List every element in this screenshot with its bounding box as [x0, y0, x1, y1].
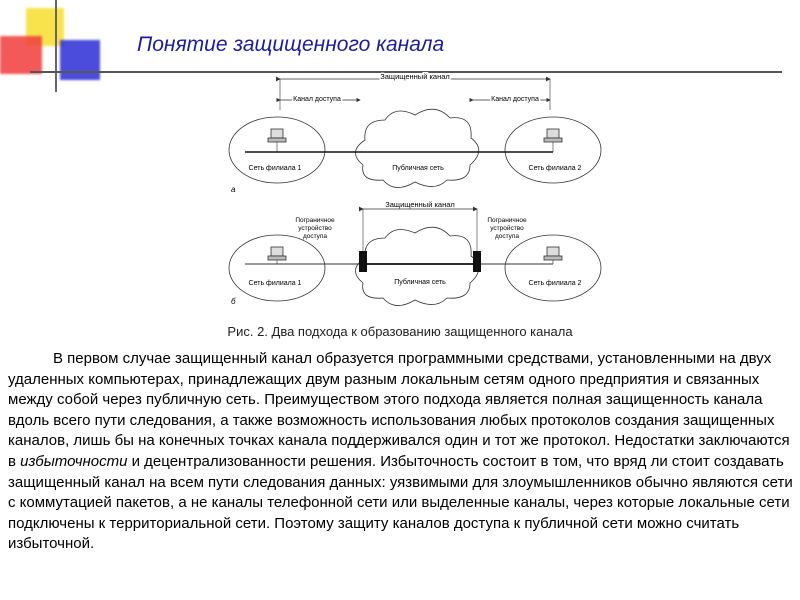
b-computer-left-icon	[267, 246, 287, 261]
a-public-network-cloud	[355, 108, 480, 188]
b-branch1-label: Сеть филиала 1	[249, 280, 302, 287]
b-computer-right-icon	[543, 246, 563, 261]
panel-b: Защищенный канал Пограничное устройство …	[228, 200, 602, 306]
b-branch1-circle	[228, 234, 326, 302]
b-gateway-left-device-icon	[359, 251, 367, 272]
b-public-network-cloud	[355, 226, 480, 306]
b-branch2-circle	[504, 234, 602, 302]
deco-blue-square	[60, 40, 100, 80]
b-gateway-left-line3: доступа	[303, 233, 327, 240]
b-gateway-right-line1: Пограничное	[487, 217, 527, 224]
a-computer-right-icon	[543, 128, 563, 143]
secure-channel-diagram: Защищенный канал Канал доступа Канал дос…	[228, 71, 602, 306]
b-gateway-right-line2: устройство	[490, 224, 524, 232]
b-gateway-left-line1: Пограничное	[295, 217, 335, 224]
a-branch1-label: Сеть филиала 1	[249, 165, 302, 172]
a-panel-letter: а	[231, 185, 236, 194]
body-text-part1: В первом случае защищенный канал образуе…	[8, 350, 790, 470]
body-paragraph: В первом случае защищенный канал образуе…	[8, 349, 793, 555]
a-access-channel-right: Канал доступа	[491, 96, 539, 103]
slide-title: Понятие защищенного канала	[137, 33, 445, 56]
b-gateway-right-line3: доступа	[495, 233, 519, 240]
b-secure-channel-label: Защищенный канал	[385, 200, 455, 209]
b-branch2-label: Сеть филиала 2	[529, 280, 582, 287]
deco-red-square	[0, 36, 42, 74]
a-public-network-label: Публичная сеть	[392, 164, 444, 172]
a-secure-channel-label: Защищенный канал	[380, 72, 450, 81]
a-branch1-circle	[228, 116, 326, 184]
b-public-network-label: Публичная сеть	[394, 278, 446, 286]
panel-a: Защищенный канал Канал доступа Канал дос…	[228, 71, 602, 194]
body-text-italic: избыточности	[20, 452, 128, 470]
figure-caption: Рис. 2. Два подхода к образованию защище…	[227, 324, 573, 339]
b-panel-letter: б	[231, 297, 236, 306]
a-branch2-label: Сеть филиала 2	[529, 165, 582, 172]
a-computer-left-icon	[267, 128, 287, 143]
body-text-part2: и децентрализованности решения. Избыточн…	[8, 452, 793, 553]
b-gateway-left-line2: устройство	[298, 224, 332, 232]
a-branch2-circle	[504, 116, 602, 184]
deco-vertical-line	[55, 0, 57, 92]
title-rule	[30, 71, 782, 73]
b-gateway-right-device-icon	[473, 251, 481, 272]
a-access-channel-left: Канал доступа	[293, 96, 341, 103]
